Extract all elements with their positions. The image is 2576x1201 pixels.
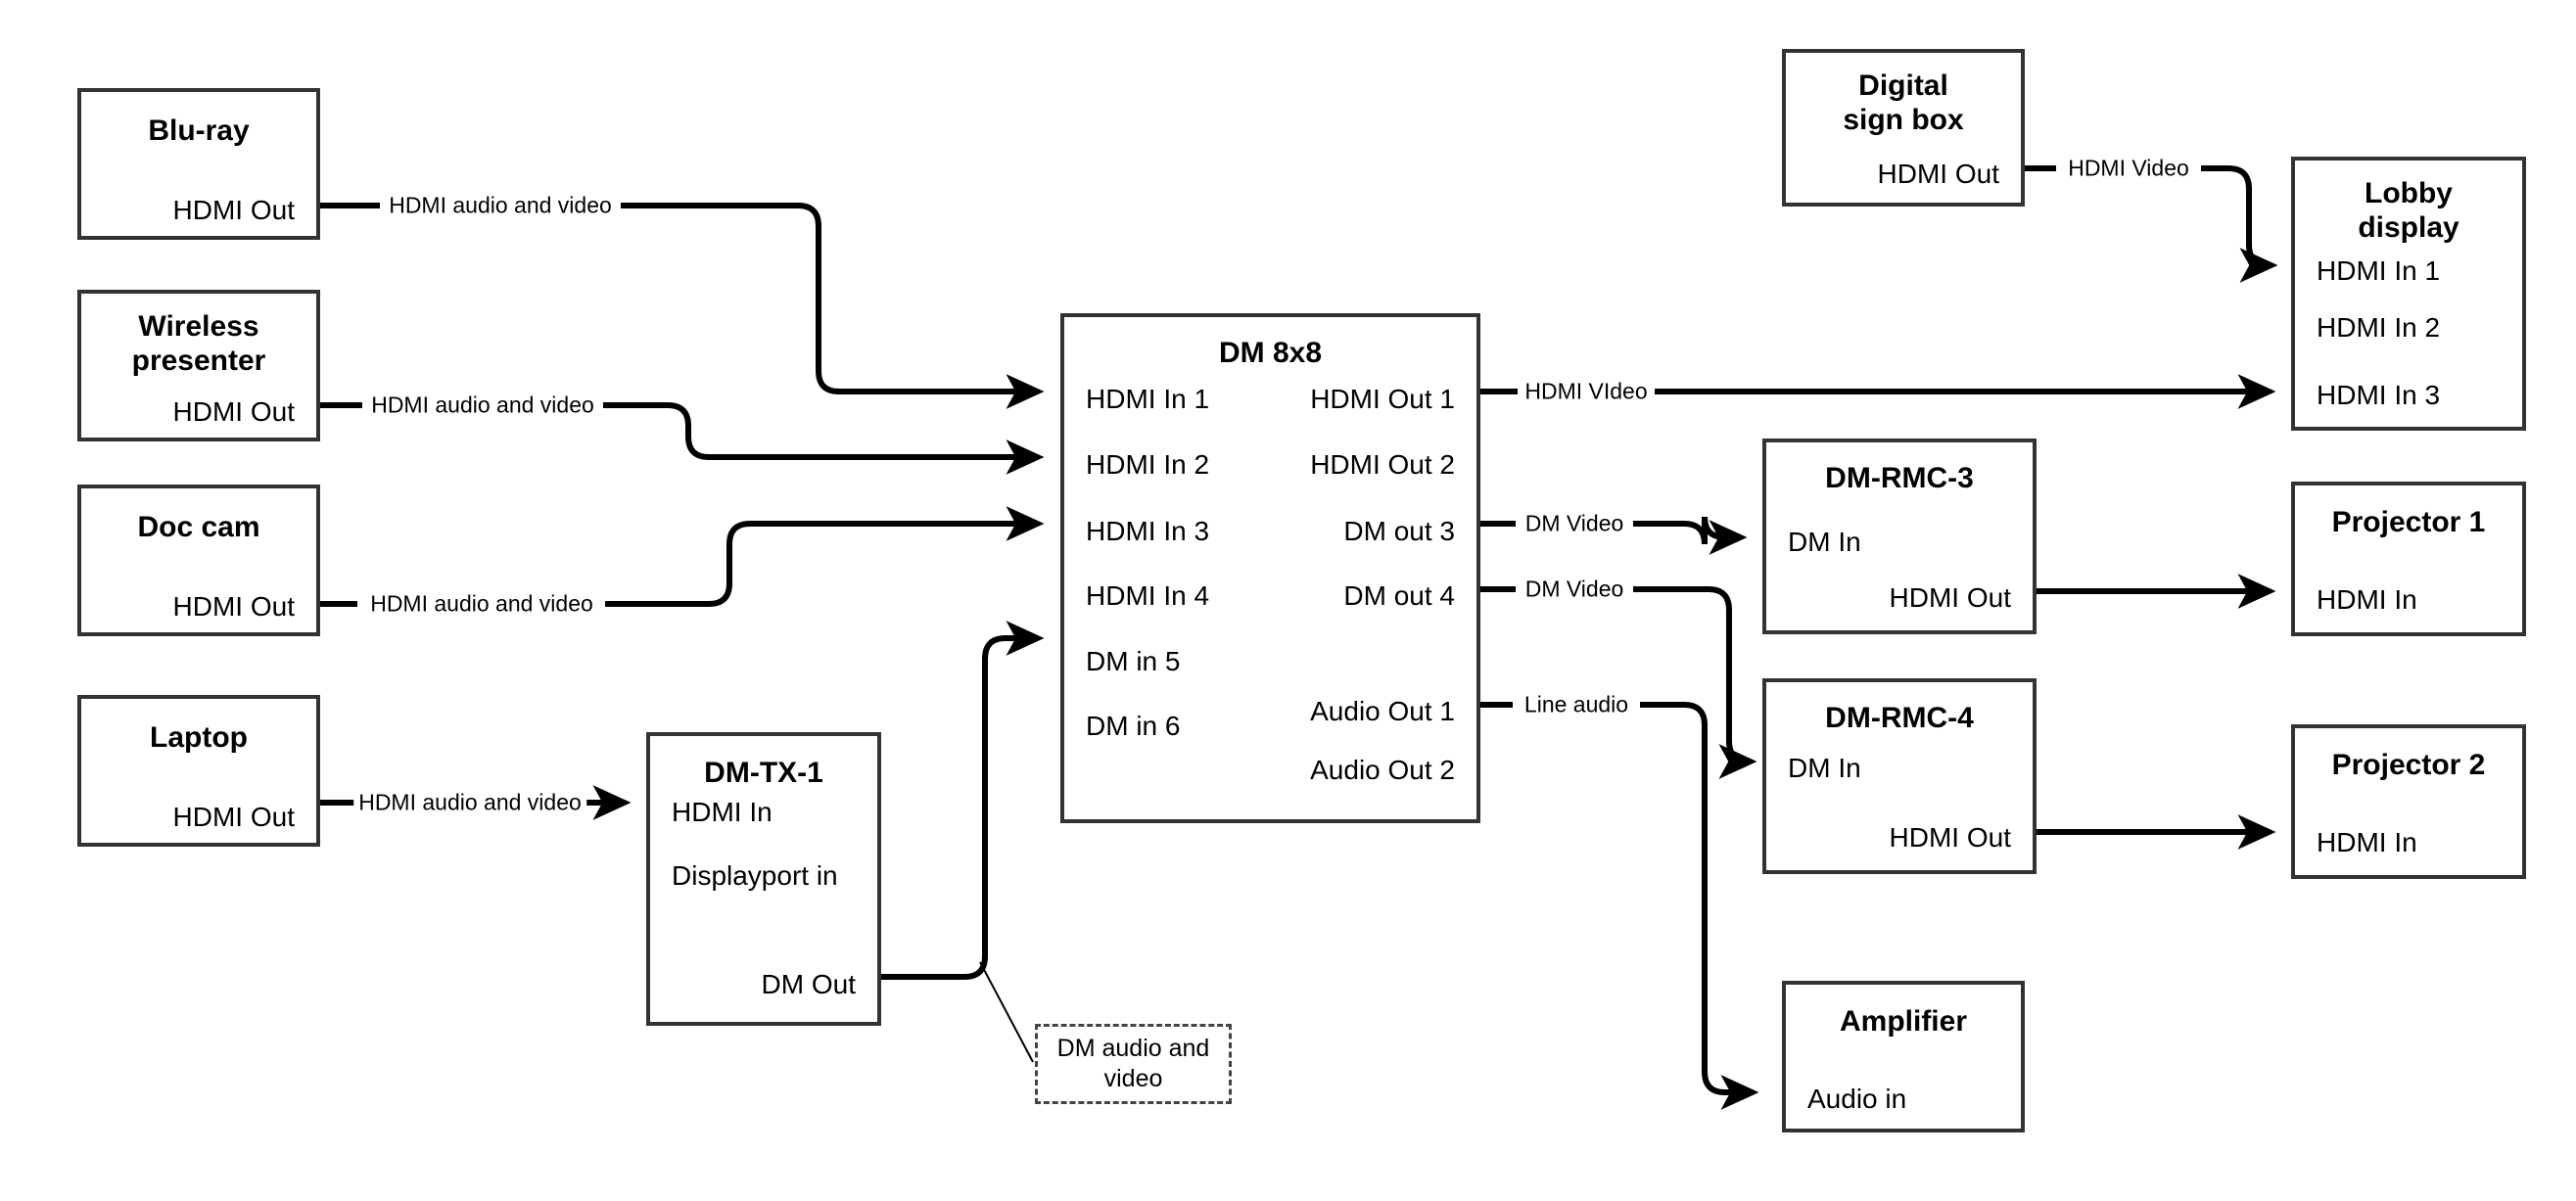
- port-audio-in[interactable]: Audio in: [1807, 1084, 1907, 1114]
- port-hdmi-in-3[interactable]: HDMI In 3: [1086, 516, 1210, 546]
- node-dm-rmc-3[interactable]: DM-RMC-3 DM In HDMI Out: [1762, 439, 2037, 634]
- wire-label-hdmi-out-1-to-lobby-in-3: HDMI VIdeo: [1520, 380, 1653, 403]
- wire-label-laptop-to-dmtx1: HDMI audio and video: [353, 791, 586, 814]
- port-dm-in[interactable]: DM In: [1788, 527, 1861, 557]
- callout-text: DM audio and video: [1056, 1034, 1210, 1092]
- node-title: Projector 1: [2331, 506, 2486, 538]
- port-dm-in[interactable]: DM In: [1788, 753, 1861, 783]
- node-title: Amplifier: [1839, 1005, 1968, 1038]
- node-projector-2[interactable]: Projector 2 HDMI In: [2291, 724, 2526, 879]
- node-title: Lobby display: [2358, 177, 2459, 245]
- node-wireless-presenter[interactable]: Wireless presenter HDMI Out: [77, 290, 320, 441]
- port-hdmi-out[interactable]: HDMI Out: [1889, 822, 2011, 853]
- port-hdmi-in-2[interactable]: HDMI In 2: [1086, 449, 1210, 480]
- port-hdmi-out-2[interactable]: HDMI Out 2: [1310, 449, 1455, 480]
- wire-audio-out-1-to-amplifier: [1480, 702, 1753, 1092]
- node-title: Blu-ray: [148, 115, 250, 147]
- node-title: Wireless presenter: [131, 310, 266, 378]
- node-title: DM 8x8: [1218, 337, 1323, 369]
- port-dm-in-6[interactable]: DM in 6: [1086, 711, 1181, 741]
- wire-dmtx1-to-dm-in-5: [881, 621, 1045, 980]
- node-title: DM-RMC-4: [1825, 702, 1974, 734]
- wire-bluray-to-hdmi-in-1: [320, 203, 1038, 392]
- port-hdmi-in-2[interactable]: HDMI In 2: [2317, 312, 2441, 343]
- wire-signbox-to-lobby-in-1: [2025, 165, 2272, 265]
- port-audio-out-1[interactable]: Audio Out 1: [1310, 696, 1455, 726]
- port-hdmi-out[interactable]: HDMI Out: [1889, 582, 2011, 613]
- node-title: Digital sign box: [1843, 69, 1964, 137]
- port-hdmi-in-1[interactable]: HDMI In 1: [2317, 255, 2441, 286]
- callout-leader-line: [979, 961, 1034, 1063]
- wire-dm-out-4-to-rmc-4: [1480, 586, 1751, 762]
- node-lobby-display[interactable]: Lobby display HDMI In 1 HDMI In 2 HDMI I…: [2291, 157, 2526, 431]
- node-digital-sign-box[interactable]: Digital sign box HDMI Out: [1782, 49, 2025, 207]
- port-hdmi-out-1[interactable]: HDMI Out 1: [1310, 384, 1455, 414]
- port-hdmi-out[interactable]: HDMI Out: [172, 195, 295, 225]
- port-audio-out-2[interactable]: Audio Out 2: [1310, 755, 1455, 785]
- port-hdmi-in-3[interactable]: HDMI In 3: [2317, 380, 2441, 410]
- node-title: DM-RMC-3: [1825, 462, 1974, 494]
- node-title: DM-TX-1: [704, 757, 823, 789]
- port-hdmi-in[interactable]: HDMI In: [672, 797, 773, 827]
- port-dm-out-3[interactable]: DM out 3: [1343, 516, 1455, 546]
- port-displayport-in[interactable]: Displayport in: [672, 860, 838, 891]
- port-dm-out-4[interactable]: DM out 4: [1343, 580, 1455, 611]
- wire-label-dm-out-4-to-rmc-4: DM Video: [1520, 577, 1629, 601]
- wire-label-wireless-to-hdmi-in-2: HDMI audio and video: [366, 393, 599, 417]
- callout-dm-audio-and-video: DM audio and video: [1035, 1024, 1232, 1104]
- node-laptop[interactable]: Laptop HDMI Out: [77, 695, 320, 847]
- port-dm-out[interactable]: DM Out: [761, 969, 856, 999]
- node-dm-rmc-4[interactable]: DM-RMC-4 DM In HDMI Out: [1762, 678, 2037, 874]
- wire-label-dm-out-3-to-rmc-3: DM Video: [1520, 512, 1629, 535]
- node-projector-1[interactable]: Projector 1 HDMI In: [2291, 482, 2526, 636]
- node-amplifier[interactable]: Amplifier Audio in: [1782, 981, 2025, 1132]
- node-blu-ray[interactable]: Blu-ray HDMI Out: [77, 88, 320, 240]
- node-title: Projector 2: [2331, 749, 2486, 781]
- port-hdmi-in-1[interactable]: HDMI In 1: [1086, 384, 1210, 414]
- wire-label-doccam-to-hdmi-in-3: HDMI audio and video: [365, 592, 598, 616]
- node-title: Laptop: [150, 721, 248, 754]
- node-dm-tx-1[interactable]: DM-TX-1 HDMI In Displayport in DM Out: [646, 732, 881, 1026]
- wire-label-audio-out-1-to-amplifier: Line audio: [1519, 693, 1634, 716]
- port-hdmi-in[interactable]: HDMI In: [2317, 827, 2417, 857]
- port-hdmi-out[interactable]: HDMI Out: [1877, 159, 1999, 189]
- port-hdmi-out[interactable]: HDMI Out: [172, 802, 295, 832]
- node-dm-8x8[interactable]: DM 8x8 HDMI In 1 HDMI In 2 HDMI In 3 HDM…: [1060, 313, 1480, 823]
- wire-label-bluray-to-hdmi-in-1: HDMI audio and video: [384, 194, 617, 217]
- port-dm-in-5[interactable]: DM in 5: [1086, 646, 1181, 676]
- port-hdmi-out[interactable]: HDMI Out: [172, 591, 295, 622]
- node-title: Doc cam: [137, 511, 260, 543]
- wire-label-signbox-to-lobby-in-1: HDMI Video: [2063, 157, 2194, 180]
- port-hdmi-in[interactable]: HDMI In: [2317, 584, 2417, 615]
- node-doc-cam[interactable]: Doc cam HDMI Out: [77, 485, 320, 636]
- port-hdmi-out[interactable]: HDMI Out: [172, 396, 295, 427]
- port-hdmi-in-4[interactable]: HDMI In 4: [1086, 580, 1210, 611]
